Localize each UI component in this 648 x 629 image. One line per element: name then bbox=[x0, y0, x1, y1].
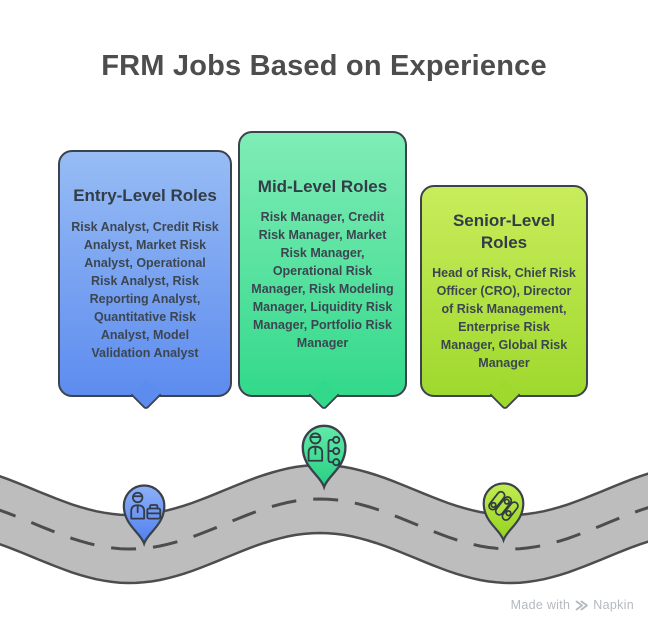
person-hierarchy-icon bbox=[307, 432, 341, 467]
entry-level-heading: Entry-Level Roles bbox=[73, 186, 217, 206]
entry-level-roles: Risk Analyst, Credit Risk Analyst, Marke… bbox=[71, 219, 219, 360]
businessperson-briefcase-icon bbox=[130, 491, 162, 520]
road-bottom-edge bbox=[0, 531, 648, 585]
entry-level-bubble: Entry-Level Roles Risk Analyst, Credit R… bbox=[58, 150, 232, 411]
road-surface bbox=[0, 465, 648, 583]
napkin-logo-icon bbox=[575, 600, 589, 610]
road-center-dashed-line bbox=[0, 497, 648, 551]
watermark-made-with: Made with bbox=[510, 598, 571, 612]
mid-level-roles: Risk Manager, Credit Risk Manager, Marke… bbox=[251, 210, 394, 351]
watermark-brand: Napkin bbox=[593, 598, 634, 612]
mid-level-heading: Mid-Level Roles bbox=[257, 176, 388, 196]
senior-level-pin bbox=[482, 482, 525, 544]
senior-level-bubble: Senior-Level Roles Head of Risk, Chief R… bbox=[420, 185, 588, 411]
senior-level-heading: Senior-Level Roles bbox=[452, 211, 556, 252]
mid-level-pin bbox=[301, 424, 347, 491]
mid-level-bubble: Mid-Level Roles Risk Manager, Credit Ris… bbox=[238, 131, 407, 411]
page-title: FRM Jobs Based on Experience bbox=[101, 50, 547, 82]
senior-level-roles: Head of Risk, Chief Risk Officer (CRO), … bbox=[432, 265, 576, 370]
sliders-icon bbox=[488, 490, 519, 521]
watermark: Made with Napkin bbox=[511, 598, 634, 612]
entry-level-pin bbox=[122, 484, 166, 547]
